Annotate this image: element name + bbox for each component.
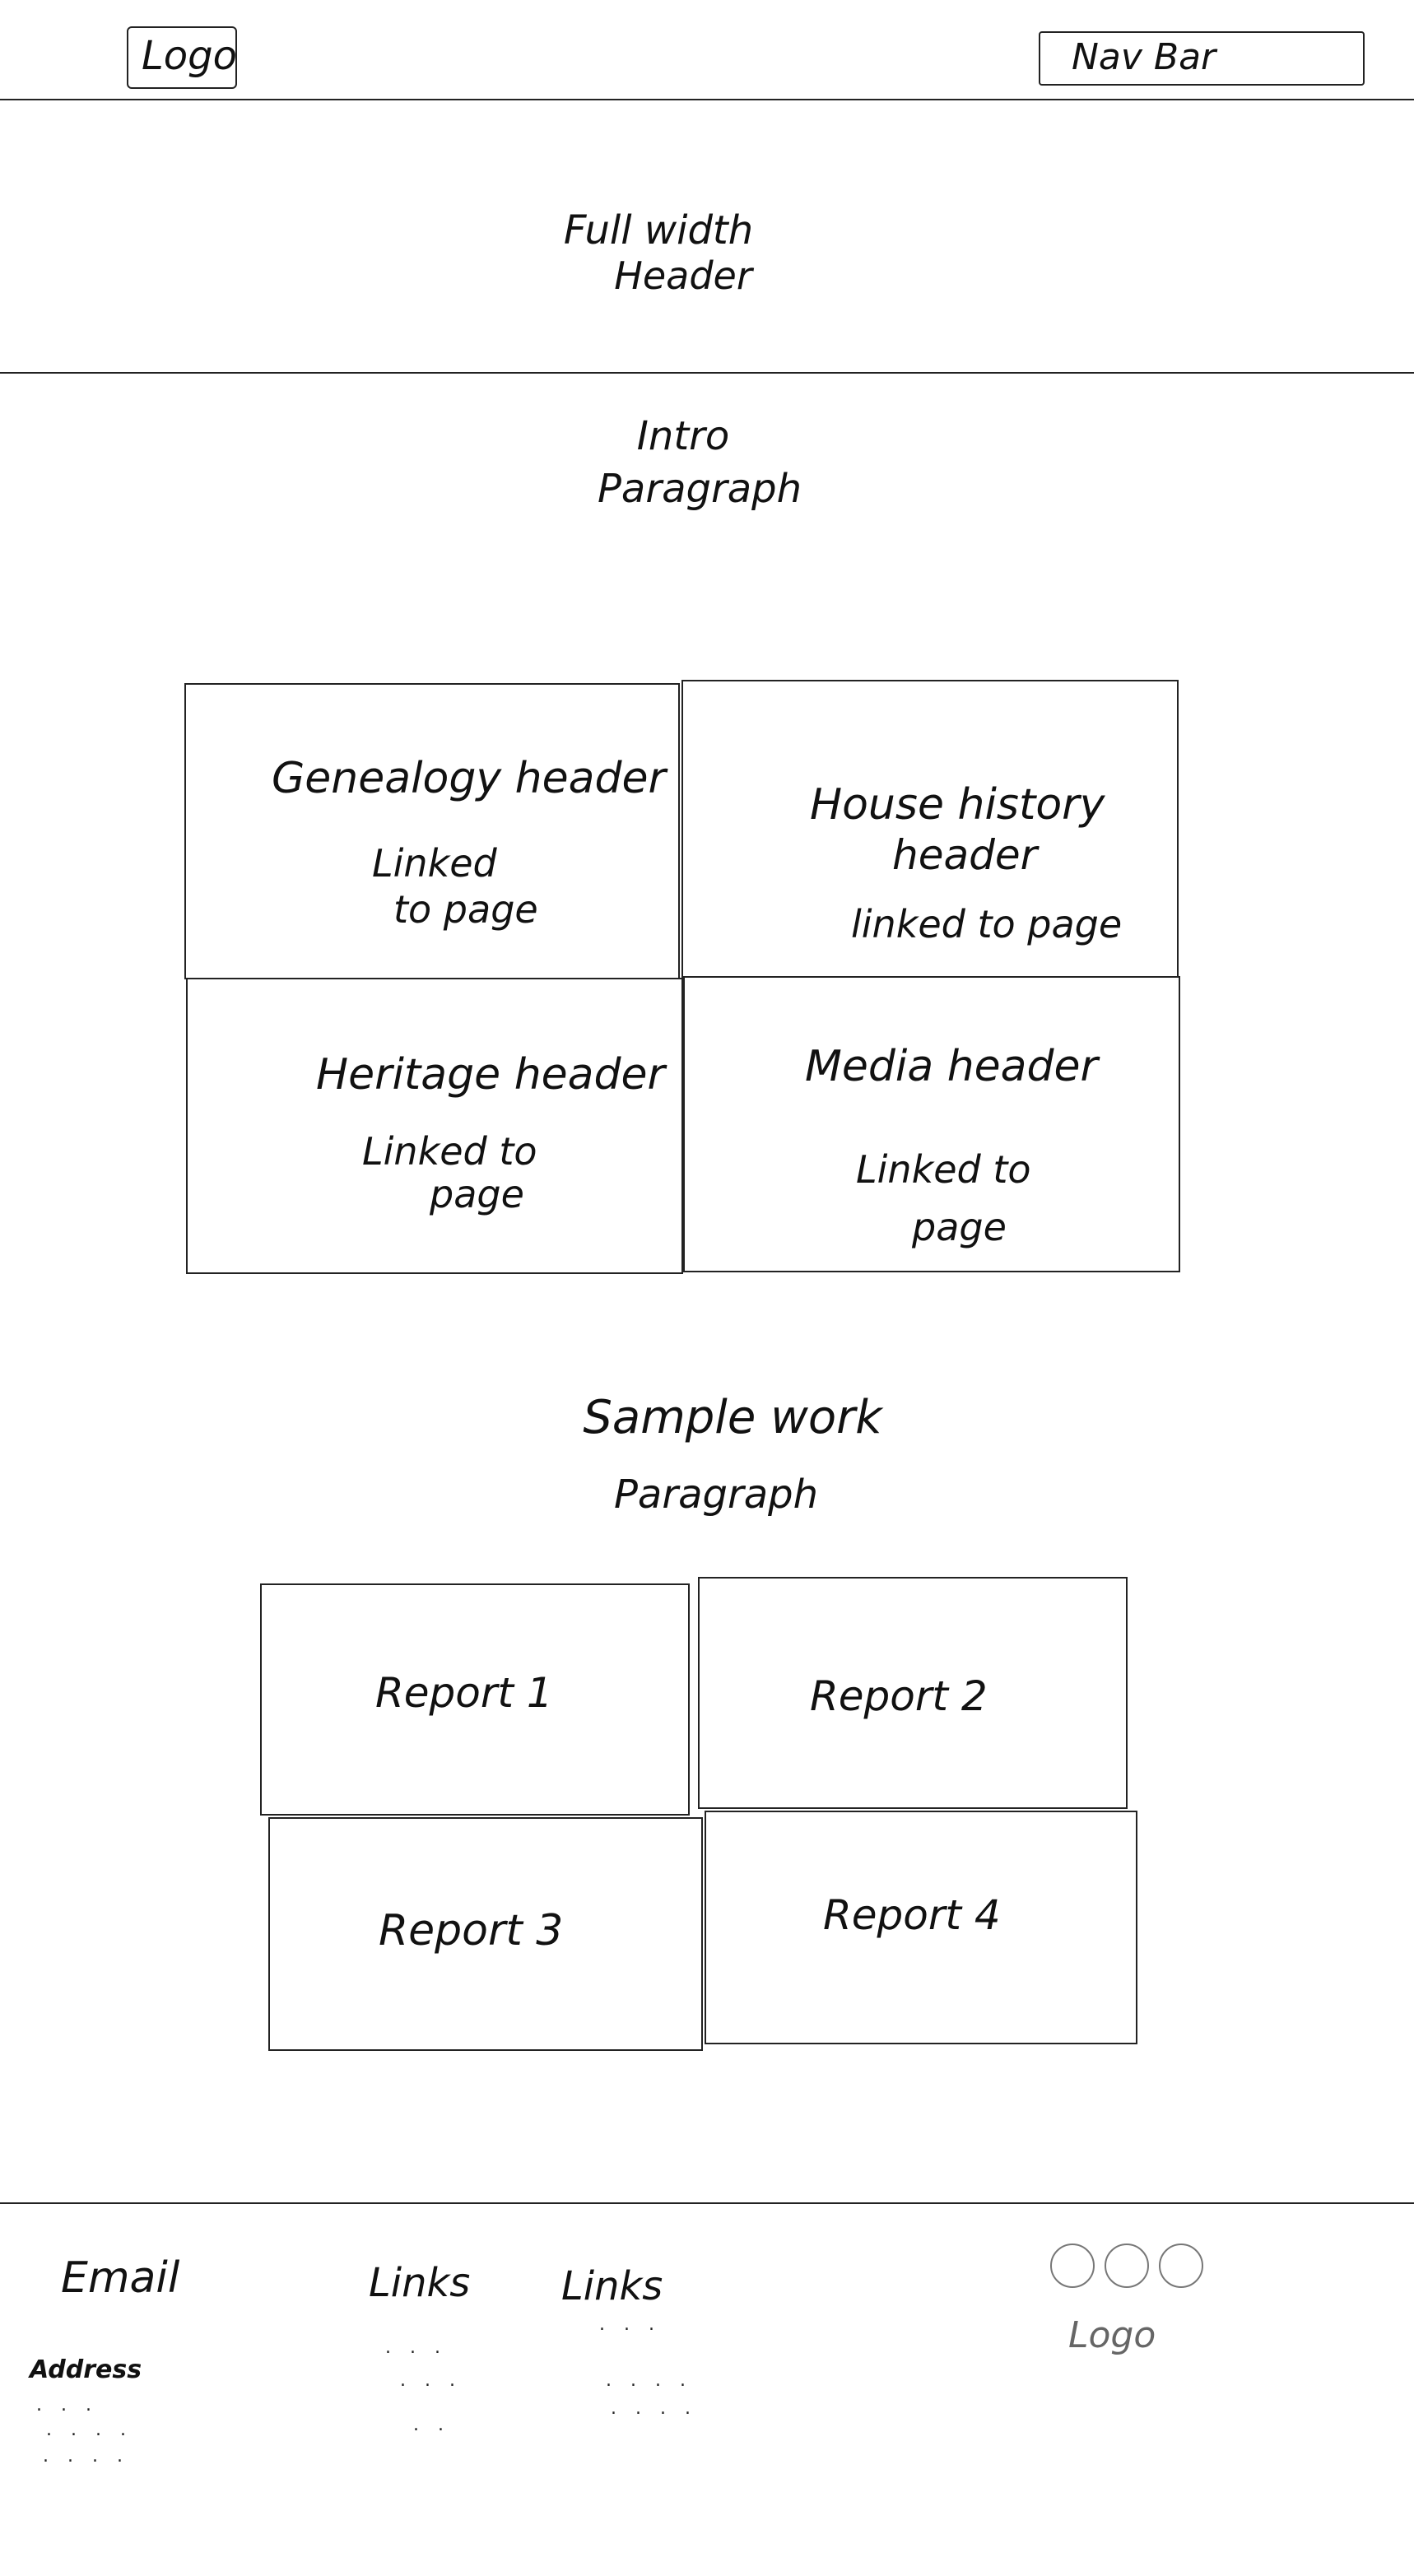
footer-address-heading: Address: [30, 2355, 142, 2384]
footer-links-2-placeholder-3: . . . .: [611, 2398, 697, 2419]
heritage-card[interactable]: [186, 978, 683, 1274]
media-card-link-line1[interactable]: Linked to: [856, 1147, 1031, 1192]
intro-line1: Intro: [636, 413, 730, 459]
footer-address-placeholder-2: . . . .: [46, 2420, 133, 2440]
sample-work-line1: Sample work: [583, 1391, 882, 1444]
footer-links-1-placeholder-2: . . .: [400, 2370, 462, 2391]
genealogy-card[interactable]: [184, 683, 680, 979]
nav-bar-label: Nav Bar: [1072, 36, 1216, 78]
footer-links-1-placeholder-3: . .: [413, 2415, 450, 2435]
report-card-1-label: Report 1: [375, 1669, 553, 1717]
footer-address-placeholder-3: . . . .: [43, 2446, 129, 2467]
genealogy-card-link-line2[interactable]: to page: [393, 887, 538, 932]
footer-links-2-placeholder-2: . . . .: [606, 2370, 692, 2391]
media-card-link-line2[interactable]: page: [912, 1205, 1007, 1249]
media-card-title: Media header: [805, 1042, 1098, 1091]
report-card-1[interactable]: [260, 1583, 690, 1816]
social-circle-3-icon[interactable]: [1159, 2244, 1203, 2288]
house-history-card-title-line1: House history: [810, 780, 1105, 830]
sample-work-line2: Paragraph: [613, 1472, 818, 1518]
social-circle-2-icon[interactable]: [1105, 2244, 1149, 2288]
footer-links-1-heading[interactable]: Links: [369, 2260, 471, 2306]
nav-bar[interactable]: [1039, 31, 1365, 86]
hero-title-line1: Full width: [563, 207, 754, 253]
footer-links-2-placeholder-1: . . .: [599, 2314, 661, 2335]
report-card-4[interactable]: [705, 1811, 1137, 2044]
report-card-4-label: Report 4: [823, 1891, 1001, 1939]
hero-divider: [0, 372, 1414, 374]
house-history-card-title-line2: header: [892, 831, 1038, 879]
logo-box[interactable]: [127, 26, 237, 89]
report-card-2-label: Report 2: [810, 1672, 988, 1720]
heritage-card-link-line2[interactable]: page: [430, 1172, 524, 1216]
genealogy-card-link-line1[interactable]: Linked: [372, 841, 497, 886]
footer-logo-label: Logo: [1068, 2314, 1156, 2356]
report-card-3-label: Report 3: [379, 1906, 564, 1955]
hero-title-line2: Header: [614, 253, 752, 298]
footer-email-heading: Email: [61, 2253, 180, 2303]
house-history-card-link[interactable]: linked to page: [851, 902, 1123, 946]
footer-divider: [0, 2202, 1414, 2204]
footer-links-2-heading[interactable]: Links: [561, 2263, 663, 2309]
header-divider: [0, 99, 1414, 100]
heritage-card-link-line1[interactable]: Linked to: [362, 1129, 537, 1174]
footer-links-1-placeholder-1: . . .: [385, 2337, 447, 2358]
genealogy-card-title: Genealogy header: [272, 754, 666, 803]
report-card-3[interactable]: [268, 1817, 703, 2051]
social-circle-1-icon[interactable]: [1050, 2244, 1095, 2288]
intro-line2: Paragraph: [597, 466, 802, 512]
report-card-2[interactable]: [698, 1577, 1128, 1809]
logo-label: Logo: [142, 33, 237, 79]
media-card[interactable]: [683, 976, 1180, 1272]
footer-address-placeholder-1: . . .: [36, 2395, 98, 2416]
heritage-card-title: Heritage header: [316, 1050, 665, 1100]
